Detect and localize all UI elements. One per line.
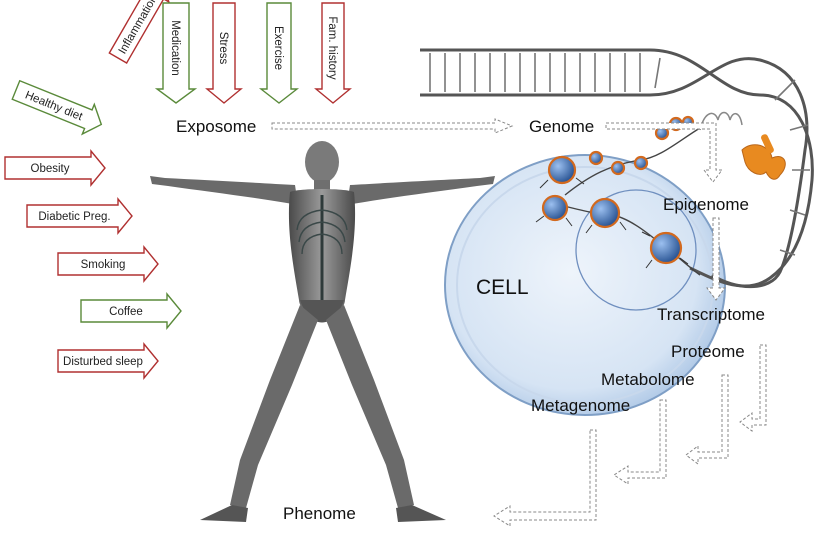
exposome-to-genome-arrow — [271, 118, 514, 134]
transcriptome-label: Transcriptome — [657, 305, 766, 324]
histone — [633, 155, 649, 171]
histone — [588, 150, 604, 166]
histone — [589, 197, 621, 229]
exposome-arrow-coffee: Coffee — [80, 292, 182, 330]
epigenome-label: Epigenome — [663, 195, 750, 214]
cell — [444, 154, 726, 416]
dna-helix-icon — [420, 48, 814, 289]
exposome-arrow-obesity: Obesity — [4, 149, 106, 187]
exposome-arrow-exercise: Exercise — [258, 2, 300, 104]
exposome-factor-label: Exercise — [272, 26, 284, 70]
flow-arrows — [271, 118, 767, 527]
exposome-label: Exposome — [176, 117, 257, 136]
transcriptome-to-proteome-arrow — [739, 344, 767, 432]
exposome-factor-label: Obesity — [31, 163, 70, 175]
histone — [547, 155, 577, 185]
metagenome-to-phenome-arrow — [493, 429, 597, 527]
exposome-factor-label: Disturbed sleep — [63, 356, 143, 368]
histone — [610, 160, 626, 176]
chromatin — [535, 115, 701, 276]
histone — [649, 231, 683, 265]
exposome-arrow-healthy-diet: Healthy diet — [11, 79, 103, 136]
exposome-factor-label: Coffee — [109, 306, 143, 318]
exposome-arrow-disturbed-sleep: Disturbed sleep — [57, 342, 159, 380]
exposome-factor-label: Smoking — [81, 259, 126, 271]
phenome-label: Phenome — [283, 504, 356, 523]
metabolome-label: Metabolome — [601, 370, 695, 389]
human-figure — [150, 141, 495, 522]
genome-label: Genome — [529, 117, 595, 136]
exposome-factor-label: Diabetic Preg. — [38, 211, 110, 223]
exposome-arrow-smoking: Smoking — [57, 245, 159, 283]
exposome-arrow-diabetic-preg: Diabetic Preg. — [26, 197, 133, 235]
exposome-factor-label: Medication — [169, 20, 181, 76]
exposome-arrow-stress: Stress — [205, 2, 243, 104]
proteome-to-metabolome-arrow — [685, 374, 729, 465]
exposome-arrow-medication: Medication — [154, 2, 198, 104]
cell-label: CELL — [476, 276, 529, 299]
genome-to-epigenome-arrow — [605, 122, 723, 183]
metabolome-to-metagenome-arrow — [613, 399, 667, 485]
protein-icon — [741, 134, 786, 180]
exposome-arrow-fam-history: Fam. history — [314, 2, 352, 104]
epigenome-to-transcriptome-arrow — [706, 217, 726, 301]
histone — [541, 194, 569, 222]
proteome-label: Proteome — [671, 342, 745, 361]
exposome-factor-label: Fam. history — [326, 16, 338, 80]
nucleus — [575, 189, 697, 311]
metagenome-label: Metagenome — [531, 396, 631, 415]
exposome-factor-label: Stress — [217, 32, 229, 65]
